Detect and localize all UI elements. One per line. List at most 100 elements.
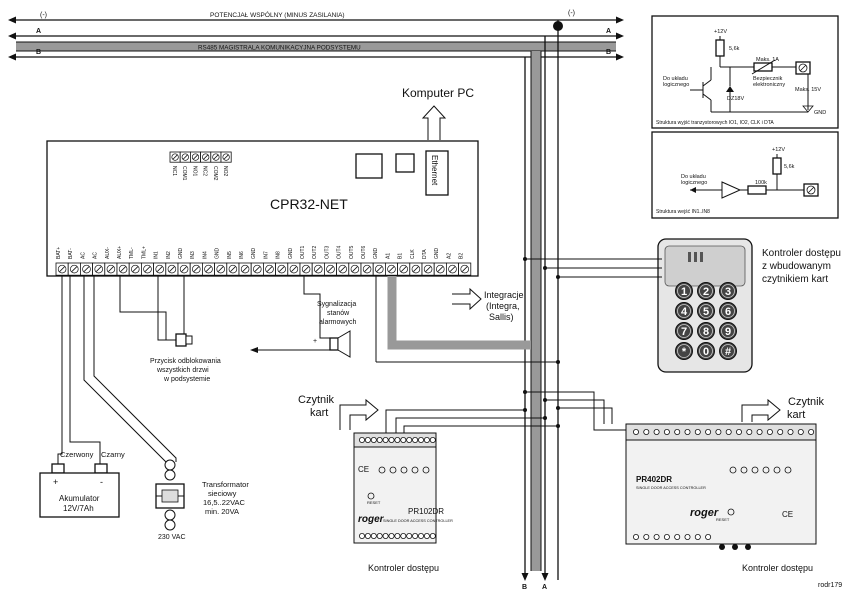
relay-terminal [200, 151, 212, 163]
vertical-bus: B A [521, 36, 549, 591]
inset-in-v12: +12V [772, 147, 785, 153]
io-terminal [250, 262, 264, 276]
io-terminal-label: GND [178, 248, 184, 260]
pr402-terminal [736, 428, 743, 435]
keypad-key[interactable]: # [719, 342, 737, 360]
keypad-label: Kontroler dostępu z wbudowanym czytnikie… [762, 248, 844, 285]
pr102-wiring [385, 408, 560, 433]
keypad-key-label: 5 [703, 306, 709, 318]
io-terminal-label: OUT2 [312, 245, 318, 259]
pr102-terminal [406, 436, 413, 443]
pr402-terminal [674, 534, 681, 541]
pr402dr-controller: PR402DR SINGLE DOOR ACCESS CONTROLLER ro… [625, 423, 817, 573]
inset-in-caption: Struktura wejść IN1..IN8 [656, 209, 710, 215]
io-terminal-label: OUT5 [349, 245, 355, 259]
battery-label: Akumulator 12V/7Ah [59, 494, 102, 513]
transformer-label: Transformator sieciowy 16,5..22VAC min. … [202, 480, 251, 516]
io-terminal [397, 262, 411, 276]
io-terminal [92, 262, 106, 276]
io-terminal-label: GND [434, 248, 440, 260]
pr102-model: PR102DR [408, 507, 444, 516]
inset-in-logic: Do układu logicznego [681, 174, 707, 186]
pr402-terminal [694, 428, 701, 435]
keypad-key-label: # [725, 346, 731, 358]
line-a-right: A [606, 28, 611, 35]
rs485-line-a: A A [8, 28, 624, 40]
pr402-terminal [653, 428, 660, 435]
keypad-key[interactable]: 3 [719, 282, 737, 300]
pr402-terminal [766, 428, 773, 435]
pr102-terminal [370, 436, 377, 443]
right-reader-arrow: Czytnik kart [741, 396, 825, 422]
keypad-key[interactable]: 5 [697, 302, 715, 320]
pr102-ce-mark: CE [358, 465, 369, 474]
keypad-key[interactable]: 6 [719, 302, 737, 320]
ethernet-label: Ethernet [430, 155, 439, 186]
pr402-terminal [694, 534, 701, 541]
pr102-caption: Kontroler dostępu [368, 563, 439, 573]
io-terminal [348, 262, 362, 276]
io-terminal [372, 262, 386, 276]
io-terminal-label: GND [215, 248, 221, 260]
pr102-terminal [394, 436, 401, 443]
battery: Czerwony Czarny + - Akumulator 12V/7Ah [39, 276, 125, 518]
minus-marker: (-) [40, 12, 47, 19]
io-terminal-label: IN3 [190, 251, 196, 259]
io-terminal [189, 262, 203, 276]
keypad-key[interactable]: 0 [697, 342, 715, 360]
relay-terminal-label: NC2 [202, 166, 208, 176]
io-terminal-label: AUX+ [117, 246, 123, 259]
relay-terminal [220, 151, 232, 163]
aux-wiring [119, 276, 167, 340]
keypad-key[interactable]: 8 [697, 322, 715, 340]
inset-in-r2: 100k [755, 180, 767, 186]
keypad-key-label: 7 [681, 326, 687, 338]
keypad-key[interactable]: * [675, 342, 693, 360]
io-terminal-label: GND [373, 248, 379, 260]
keypad-key[interactable]: 1 [675, 282, 693, 300]
io-terminal-label: B1 [398, 253, 404, 259]
io-terminal [275, 262, 289, 276]
keypad-key[interactable]: 4 [675, 302, 693, 320]
io-terminal-label: AUX- [105, 247, 111, 259]
pr402-wiring [523, 390, 626, 431]
vertical-minus-marker: (-) [568, 10, 575, 17]
io-terminal [409, 262, 423, 276]
keypad-key[interactable]: 7 [675, 322, 693, 340]
alarm-siren: Sygnalizacja stanów alarmowych + - [250, 276, 356, 358]
relay-terminal-label: COM1 [181, 166, 187, 181]
battery-minus: - [100, 477, 103, 487]
bus-a-bottom: A [542, 584, 547, 591]
cpr-rs485-link [375, 276, 560, 364]
pr402-terminal [777, 428, 784, 435]
io-terminal-label: OUT3 [324, 245, 330, 259]
keypad-key-label: * [682, 346, 687, 358]
pr402-terminal [684, 428, 691, 435]
keypad-key[interactable]: 9 [719, 322, 737, 340]
pr102-reset: RESET [367, 500, 381, 505]
io-terminal-label: IN1 [154, 251, 160, 259]
pr102-terminal [364, 533, 371, 540]
pr402-terminal [684, 534, 691, 541]
pr402-terminal [643, 428, 650, 435]
cpr-port-1 [355, 153, 383, 179]
io-terminal [201, 262, 215, 276]
io-terminal [299, 262, 313, 276]
pr102-terminal [382, 533, 389, 540]
pr102-terminal [423, 436, 430, 443]
unlock-label: Przycisk odblokowania wszystkich drzwi w… [150, 358, 223, 383]
io-terminal [238, 262, 252, 276]
relay-terminal [169, 151, 181, 163]
io-terminal-label: IN2 [166, 251, 172, 259]
pr102-top-terminals [358, 436, 436, 443]
io-terminal [128, 262, 142, 276]
io-terminal-label: GND [288, 248, 294, 260]
pr402-ce-mark: CE [782, 510, 793, 519]
keypad-key[interactable]: 2 [697, 282, 715, 300]
pr402-terminal [797, 428, 804, 435]
